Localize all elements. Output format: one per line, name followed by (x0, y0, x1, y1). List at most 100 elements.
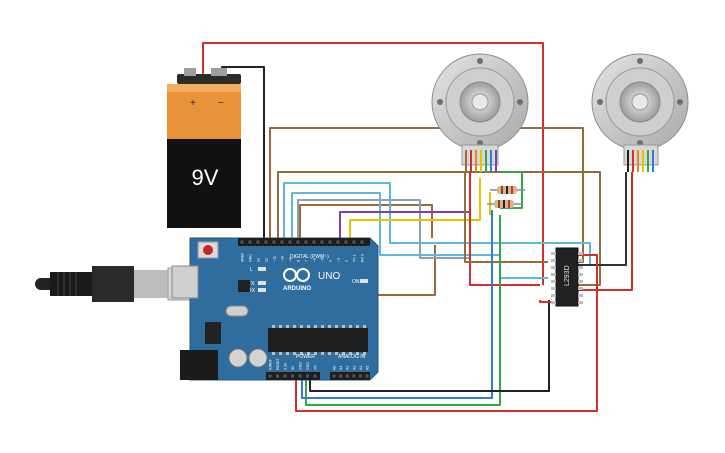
header-pin-socket[interactable] (280, 240, 284, 244)
motor2-connector-wires (627, 150, 654, 172)
battery-plus-label: + (190, 98, 196, 109)
wire-red-battery[interactable] (202, 42, 544, 285)
digital-header-label: DIGITAL (PWM~) (290, 254, 329, 260)
wire-motor2-red[interactable] (575, 172, 633, 291)
wire-motor1-brown[interactable] (464, 172, 548, 263)
header-pin-socket[interactable] (360, 240, 364, 244)
header-pin-socket[interactable] (332, 374, 336, 378)
digital-header (238, 238, 370, 246)
header-pin-socket[interactable] (365, 374, 369, 378)
resistor-1[interactable] (490, 186, 525, 194)
header-pin-socket[interactable] (272, 240, 276, 244)
wire-blue-bottom[interactable] (301, 210, 493, 399)
header-pin-label: ~10 (281, 256, 285, 262)
arduino-logo-text: ARDUINO (283, 286, 311, 292)
header-pin-socket[interactable] (304, 240, 308, 244)
battery-9v[interactable]: + − 9V (167, 68, 241, 228)
header-pin-label: RX 0 (361, 254, 365, 262)
stepper-motor-2[interactable] (591, 53, 689, 172)
header-pin-label: Vin (314, 365, 318, 370)
arduino-model-label: UNO (318, 271, 340, 282)
header-pin-socket[interactable] (264, 240, 268, 244)
digital-pin-group: AREF GND 13 12 ~11 ~10 ~9 8 7 ~6 ~5 4 ~3 2 TX 1 RX 0 (240, 240, 365, 262)
header-pin-label: A4 (359, 366, 363, 370)
header-pin-label: A5 (366, 366, 370, 370)
header-pin-socket[interactable] (352, 374, 356, 378)
header-pin-label: GND (249, 254, 253, 262)
wire-green-bottom[interactable] (305, 215, 501, 406)
header-pin-socket[interactable] (358, 374, 362, 378)
on-label: ON (352, 279, 360, 285)
led-tx-label: TX (248, 281, 255, 287)
arduino-uno-board[interactable]: AREF GND 13 12 ~11 ~10 ~9 8 7 ~6 ~5 4 ~3 2 TX 1 RX 0 DI… (171, 237, 379, 381)
wire-motor1-red[interactable] (469, 172, 540, 286)
battery-minus-label: − (218, 98, 224, 109)
header-pin-label: 8 (297, 260, 301, 262)
header-pin-label: 3.3V (284, 362, 288, 370)
header-pin-label: RESET (276, 357, 280, 370)
header-pin-label: 7 (305, 260, 309, 262)
header-pin-socket[interactable] (306, 374, 309, 378)
header-pin-socket[interactable] (298, 374, 302, 378)
header-pin-label: A2 (346, 366, 350, 370)
header-pin-socket[interactable] (312, 240, 316, 244)
header-pin-socket[interactable] (291, 374, 294, 378)
stepper-motor-1[interactable] (431, 53, 529, 172)
header-pin-label: 2 (345, 260, 349, 262)
driver-chip-label: L293D (564, 265, 571, 286)
header-pin-label: A3 (352, 366, 356, 370)
header-pin-socket[interactable] (276, 374, 279, 378)
header-pin-label: A1 (339, 366, 343, 370)
wire-red-bottom[interactable] (295, 254, 598, 412)
header-pin-socket[interactable] (283, 374, 287, 378)
header-pin-label: 12 (265, 258, 269, 262)
header-pin-label: ~5 (321, 258, 325, 262)
header-pin-socket[interactable] (268, 374, 272, 378)
motor1-connector-wires (465, 150, 497, 172)
analog-header (330, 372, 370, 380)
power-jack (180, 350, 218, 380)
header-pin-label: ~3 (337, 258, 341, 262)
header-pin-label: A0 (333, 366, 337, 370)
header-pin-socket[interactable] (288, 240, 292, 244)
wire-purple[interactable] (339, 178, 471, 238)
header-pin-label: GND (299, 362, 303, 370)
header-pin-label: 4 (329, 260, 333, 262)
wire-black-bottom[interactable] (309, 300, 550, 392)
wire-brown-2[interactable] (277, 171, 601, 286)
led-l-label: L (250, 267, 253, 273)
header-pin-label: IOREF (269, 358, 273, 370)
header-pin-label: 13 (257, 258, 261, 262)
header-pin-label: AREF (241, 252, 245, 262)
atmega-chip (268, 328, 368, 352)
driver-chip-l293d[interactable]: L293D (551, 247, 583, 307)
header-pin-label: 5V (291, 365, 295, 370)
header-pin-socket[interactable] (248, 240, 252, 244)
wire-yellow[interactable] (349, 178, 481, 238)
header-pin-socket[interactable] (296, 240, 300, 244)
header-pin-label: TX 1 (353, 254, 357, 262)
arduino-logo-icon (283, 268, 310, 282)
wire-motor2-black[interactable] (575, 172, 627, 266)
battery-voltage-label: 9V (192, 165, 219, 190)
wire-brown-3[interactable] (299, 204, 433, 238)
header-pin-socket[interactable] (328, 240, 332, 244)
header-pin-label: ~6 (313, 258, 317, 262)
header-pin-socket[interactable] (344, 240, 348, 244)
header-pin-socket[interactable] (339, 374, 343, 378)
header-pin-socket[interactable] (313, 374, 317, 378)
header-pin-socket[interactable] (336, 240, 340, 244)
header-pin-label: ~9 (289, 258, 293, 262)
wire-gray-1[interactable] (297, 199, 470, 259)
header-pin-socket[interactable] (320, 240, 324, 244)
header-pin-socket[interactable] (352, 240, 356, 244)
header-pin-socket[interactable] (256, 240, 260, 244)
header-pin-socket[interactable] (240, 240, 244, 244)
header-pin-socket[interactable] (345, 374, 349, 378)
resistor-2[interactable] (487, 200, 522, 208)
analog-header-label: ANALOG IN (338, 354, 366, 360)
header-pin-label: ~11 (273, 256, 277, 262)
power-header-label: POWER (296, 354, 315, 360)
